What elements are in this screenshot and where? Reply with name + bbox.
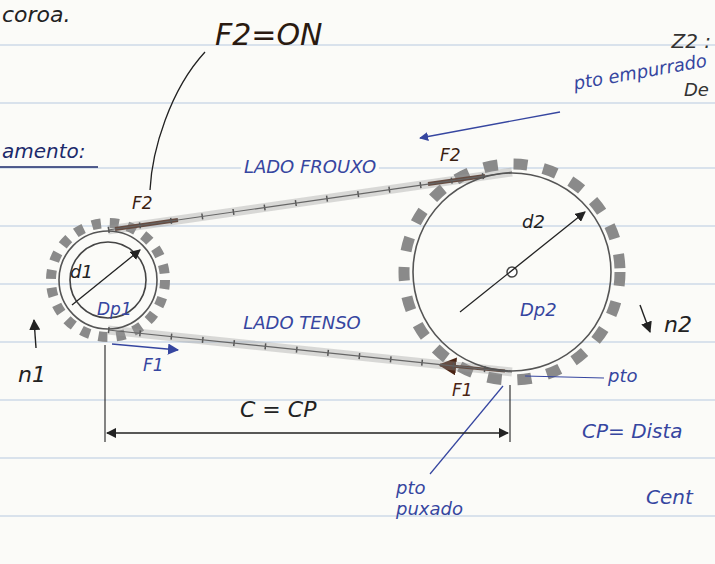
heading-underline [0, 166, 98, 168]
chain-band [108, 172, 512, 230]
chain-pins [108, 172, 512, 230]
leader-line [525, 376, 604, 378]
ruled-line [0, 458, 715, 459]
ruled-line [0, 400, 715, 401]
note-label: pto puxado [396, 478, 462, 519]
note-label: F1 [143, 356, 164, 376]
pinion-sprocket: d1Dp1 [58, 230, 158, 330]
leader-line [150, 52, 205, 190]
note-label: n2 [664, 312, 692, 337]
leader-arrow [420, 112, 560, 138]
chain-line [108, 172, 512, 230]
ruled-line [0, 284, 715, 285]
diameter-label: d2 [522, 212, 545, 233]
note-label: De [684, 80, 709, 101]
pitch-circle [59, 231, 157, 329]
note-label: F2 [440, 146, 461, 166]
note-label: coroa. [2, 2, 71, 27]
dimension-line [107, 432, 508, 433]
diameter-arrow [460, 212, 585, 312]
diameter-label: d1 [70, 262, 93, 283]
ruled-line [0, 226, 715, 227]
note-label: F2 [132, 194, 153, 214]
extension-line [509, 385, 510, 442]
pitch-circle [413, 173, 611, 371]
note-label: pto [608, 366, 638, 387]
rotation-arrow [640, 305, 650, 332]
ruled-line [0, 103, 715, 104]
note-label: CP= Dista [582, 420, 683, 443]
note-label: F1 [452, 381, 473, 401]
note-label: Z2 : [671, 30, 711, 53]
ruled-line [0, 516, 715, 517]
note-label: C = CP [240, 397, 316, 422]
rotation-arrow [34, 320, 36, 348]
crown-sprocket: d2Dp2 [412, 172, 612, 372]
extension-line [104, 345, 105, 442]
pitch-diameter-label: Dp1 [97, 300, 132, 320]
note-label: n1 [18, 362, 46, 387]
chain-strand [108, 172, 512, 230]
crown-teeth [404, 164, 620, 380]
strand-label: LADO TENSO [240, 313, 364, 334]
ruled-lines [0, 45, 715, 516]
note-label: F2=ON [215, 18, 323, 53]
note-label: amento: [2, 140, 86, 163]
crown-shaft [507, 267, 517, 277]
pitch-circle-outline [412, 172, 612, 372]
force-arrow [112, 344, 178, 350]
ruled-line [0, 45, 715, 46]
pitch-diameter-label: Dp2 [520, 300, 557, 321]
strand-label: LADO FROUXO [241, 157, 379, 178]
note-label: Cent [646, 486, 693, 509]
pinion-teeth [51, 223, 165, 337]
